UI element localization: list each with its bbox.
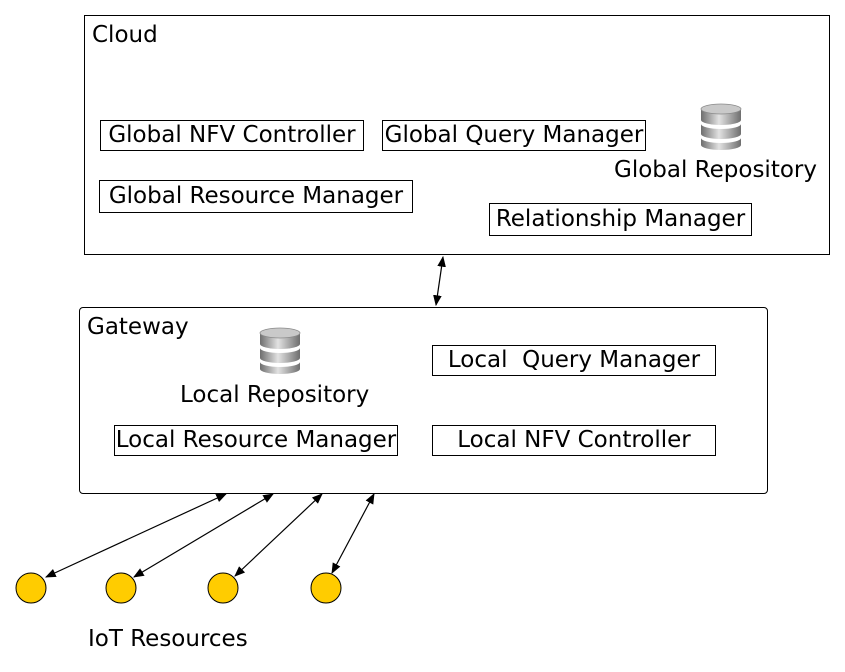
relationship-manager[interactable]: Relationship Manager — [489, 203, 752, 236]
iot-link-3 — [234, 493, 323, 577]
database-icon — [699, 102, 743, 156]
gateway-region: Gateway Local Repository Local Query Man… — [79, 307, 768, 494]
iot-link-2 — [133, 493, 274, 578]
cloud-region: Cloud Global NFV Controller Global Query… — [84, 15, 830, 255]
local-repository-label: Local Repository — [180, 382, 370, 408]
cloud-title: Cloud — [92, 22, 158, 48]
iot-link-4 — [331, 493, 375, 574]
local-nfv-controller[interactable]: Local NFV Controller — [432, 425, 716, 456]
iot-link-1 — [45, 493, 227, 578]
global-resource-manager[interactable]: Global Resource Manager — [99, 180, 413, 213]
cloud-gateway-link — [433, 255, 446, 307]
global-repository-label: Global Repository — [614, 157, 817, 183]
global-nfv-controller[interactable]: Global NFV Controller — [100, 120, 364, 151]
database-icon — [258, 326, 302, 380]
gateway-title: Gateway — [87, 314, 189, 340]
local-resource-manager[interactable]: Local Resource Manager — [114, 425, 398, 456]
global-query-manager[interactable]: Global Query Manager — [382, 120, 646, 151]
local-query-manager[interactable]: Local Query Manager — [432, 345, 716, 376]
iot-resources-label: IoT Resources — [88, 626, 248, 652]
